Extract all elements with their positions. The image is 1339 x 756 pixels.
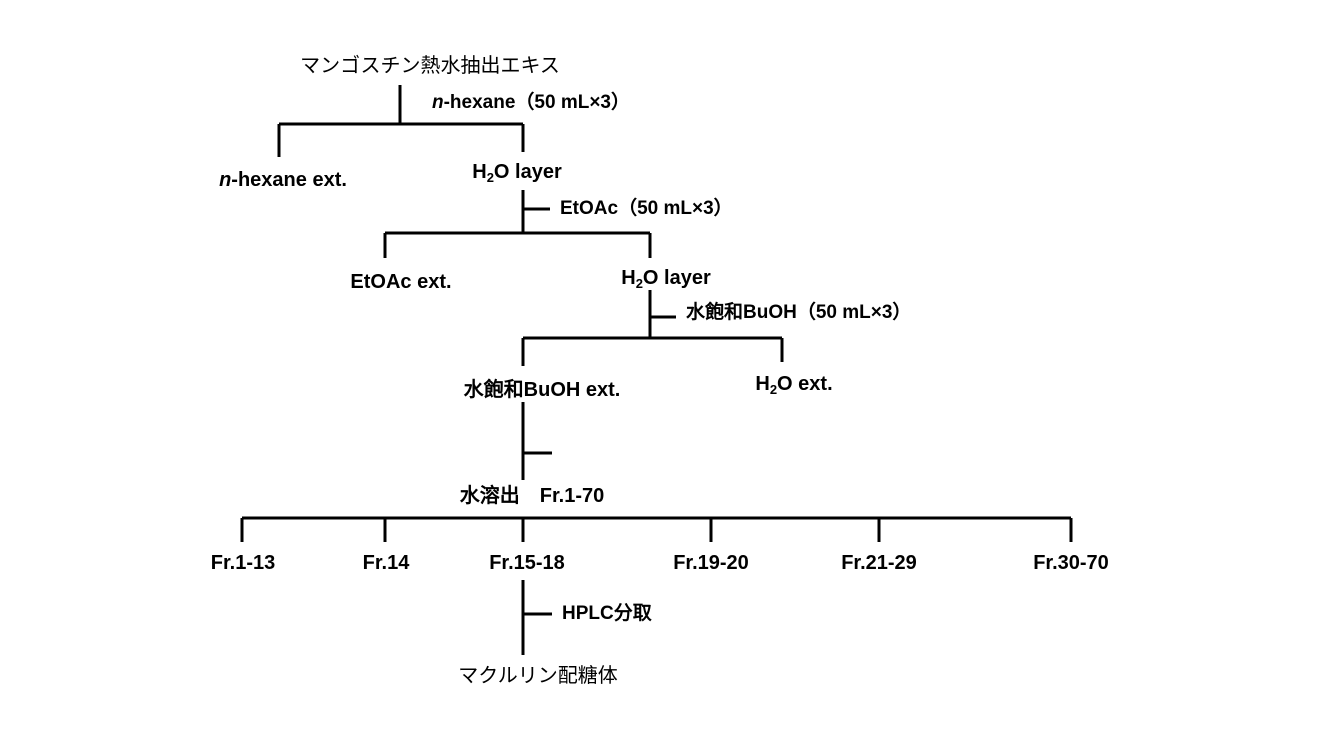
h2o-layer-1: H2O layer (472, 160, 562, 184)
h: H (621, 267, 636, 289)
fraction-label: Fr.19-20 (673, 552, 749, 574)
connector (277, 85, 525, 157)
h2o-layer-2: H2O layer (621, 266, 711, 290)
fraction-label: Fr.15-18 (489, 552, 565, 574)
solvent-buoh: 水飽和BuOH（50 mL×3） (686, 302, 912, 323)
rest: O ext. (777, 373, 833, 395)
rest: O layer (642, 267, 711, 289)
fraction-label: Fr.14 (362, 552, 410, 574)
fraction-label: Fr.1-13 (210, 552, 276, 574)
extract-text: -hexane ext. (231, 169, 347, 191)
h2o-extract: H2O ext. (755, 372, 832, 396)
h: H (755, 373, 770, 395)
subscript: 2 (769, 382, 778, 397)
fraction-label: Fr.30-70 (1033, 552, 1109, 574)
subscript: 2 (635, 276, 643, 291)
fraction-label: Fr.21-29 (841, 552, 917, 574)
hplc-step: HPLC分取 (562, 603, 652, 624)
italic-prefix: n (219, 169, 232, 191)
water-elution-label: 水溶出 Fr.1-70 (459, 485, 605, 507)
connector (521, 402, 552, 480)
buoh-extract: 水飽和BuOH ext. (463, 379, 621, 401)
solvent-text: -hexane（50 mL×3） (443, 92, 630, 113)
connector (521, 290, 784, 366)
solvent-etoac: EtOAc（50 mL×3） (560, 198, 733, 219)
connector (521, 580, 552, 655)
italic-prefix: n (432, 92, 444, 113)
etoac-extract: EtOAc ext. (350, 271, 452, 293)
solvent-hexane: n-hexane（50 mL×3） (432, 91, 630, 115)
h: H (472, 161, 487, 183)
final-product: マクルリン配糖体 (458, 665, 618, 687)
connector (383, 190, 652, 258)
rest: O layer (493, 161, 562, 183)
starting-material: マンゴスチン熱水抽出エキス (300, 55, 560, 77)
connector (240, 516, 1073, 542)
hexane-extract: n-hexane ext. (219, 168, 347, 192)
subscript: 2 (486, 170, 494, 185)
